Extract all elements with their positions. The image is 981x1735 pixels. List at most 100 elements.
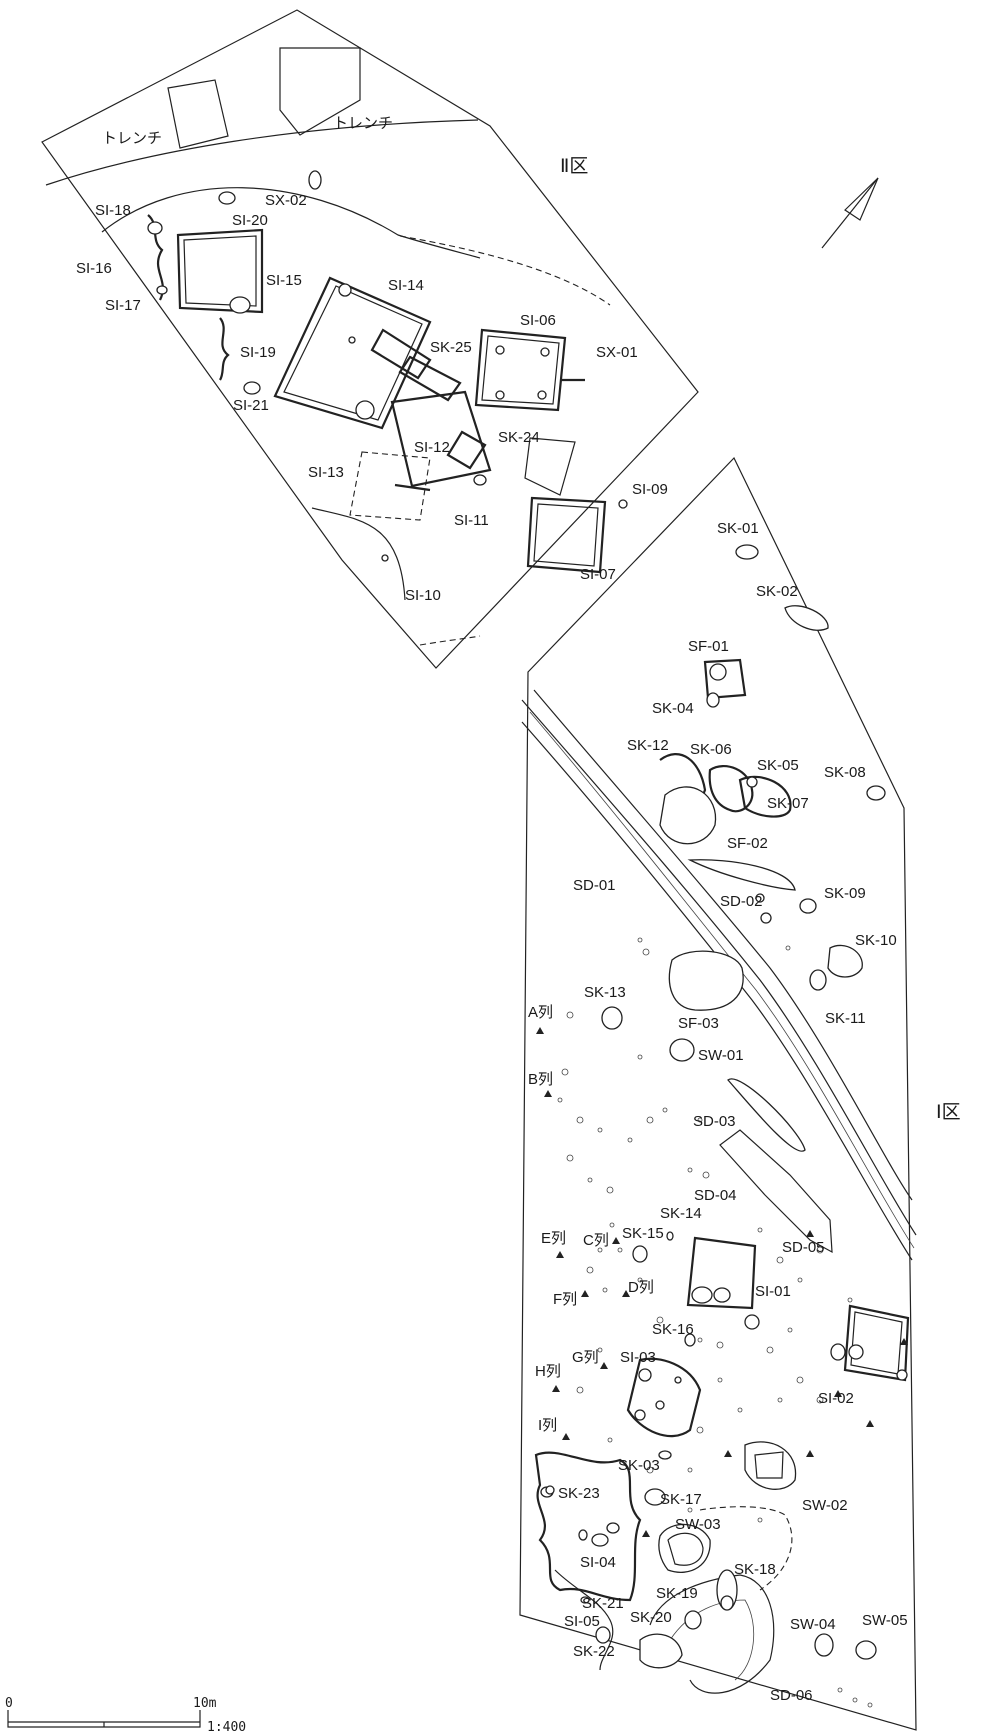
feature-label: SW-02: [802, 1497, 848, 1514]
feature-label: SK-06: [690, 741, 732, 758]
feature-label: SD-06: [770, 1687, 813, 1704]
feature-label: SI-09: [632, 481, 668, 498]
feature-label: SI-13: [308, 464, 344, 481]
feature-label: SD-03: [693, 1113, 736, 1130]
feature-label: SK-14: [660, 1205, 702, 1222]
feature-label: SI-03: [620, 1349, 656, 1366]
sk-20-outline: [639, 1633, 683, 1669]
feature-label: SD-05: [782, 1239, 825, 1256]
sw-01-pit: [669, 1038, 695, 1062]
feature-label: SW-01: [698, 1047, 744, 1064]
feature-label: SI-06: [520, 312, 556, 329]
row-markers: [536, 1027, 908, 1537]
zone-1-label: Ⅰ区: [936, 1101, 961, 1123]
feature-label: SK-25: [430, 339, 472, 356]
row-label: C列: [583, 1232, 609, 1249]
feature-label: SX-01: [596, 344, 638, 361]
sd-03-outline: [727, 1078, 806, 1152]
feature-label: SK-23: [558, 1485, 600, 1502]
trench-box-2: [279, 47, 361, 136]
feature-label: SI-20: [232, 212, 268, 229]
zone-1-area: [519, 456, 917, 1731]
feature-label: SK-24: [498, 429, 540, 446]
post-row-labels: A列 B列 C列 D列 E列 F列 G列 H列 I列: [528, 1004, 654, 1434]
sk-13-pit: [601, 1006, 623, 1030]
feature-label: SI-17: [105, 297, 141, 314]
si-01-outline: [686, 1236, 757, 1310]
si-07-outline: [526, 496, 607, 574]
zone-2-feature-labels: SX-02 SI-18 SI-20 SI-16 SI-17 SI-15 SI-1…: [76, 192, 668, 604]
feature-label: SK-08: [824, 764, 866, 781]
north-arrow-icon: [821, 177, 879, 249]
si-06-outline: [474, 328, 567, 412]
feature-label: SK-02: [756, 583, 798, 600]
sk-02-pit: [784, 605, 829, 631]
si-12-outline: [390, 390, 492, 488]
row-label: E列: [541, 1230, 566, 1247]
sw-02-outline: [744, 1441, 797, 1490]
sk-11-pit: [809, 969, 827, 991]
si-03-outline: [626, 1357, 702, 1438]
feature-label: SI-19: [240, 344, 276, 361]
sw-05-pit: [855, 1640, 877, 1660]
feature-label: SK-04: [652, 700, 694, 717]
si-14-outline: [273, 276, 432, 430]
trench-label-1: トレンチ: [102, 130, 162, 147]
feature-label: SK-10: [855, 932, 897, 949]
scale-ratio: 1:400: [207, 1720, 246, 1735]
feature-label: SK-22: [573, 1643, 615, 1660]
feature-label: SK-16: [652, 1321, 694, 1338]
sw-04-pit: [814, 1633, 834, 1657]
feature-label: SD-02: [720, 893, 763, 910]
feature-label: SK-13: [584, 984, 626, 1001]
feature-label: SI-04: [580, 1554, 616, 1571]
scale-ten: 10m: [193, 1696, 217, 1711]
sk-08-pit: [866, 785, 886, 801]
feature-label: SW-03: [675, 1516, 721, 1533]
sk-15-pit: [632, 1245, 648, 1263]
feature-label: SK-03: [618, 1457, 660, 1474]
feature-label: SK-20: [630, 1609, 672, 1626]
row-label: H列: [535, 1363, 561, 1380]
feature-label: SK-05: [757, 757, 799, 774]
feature-label: SK-12: [627, 737, 669, 754]
feature-label: SF-02: [727, 835, 768, 852]
scale-bar: 0 10m 1:400: [5, 1696, 246, 1735]
scale-zero: 0: [5, 1696, 13, 1711]
row-label: G列: [572, 1349, 599, 1366]
si-13-outline: [349, 451, 431, 521]
sk-25-outline: [370, 328, 432, 380]
feature-label: SI-18: [95, 202, 131, 219]
si-04-outline: [534, 1451, 642, 1602]
feature-label: SK-07: [767, 795, 809, 812]
feature-label: SK-21: [582, 1595, 624, 1612]
sk-10-pit: [827, 944, 863, 978]
feature-label: SD-04: [694, 1187, 737, 1204]
feature-label: SI-02: [818, 1390, 854, 1407]
feature-label: SW-04: [790, 1616, 836, 1633]
feature-label: SK-09: [824, 885, 866, 902]
sk-17-pit: [644, 1488, 666, 1506]
feature-label: SK-11: [825, 1010, 866, 1027]
feature-label: SK-17: [660, 1491, 702, 1508]
row-label: A列: [528, 1004, 553, 1021]
feature-label: SF-03: [678, 1015, 719, 1032]
zone-2-label: Ⅱ区: [560, 155, 588, 177]
feature-label: SI-05: [564, 1613, 600, 1630]
feature-label: SI-12: [414, 439, 450, 456]
sf-02-outline: [687, 859, 796, 891]
post-holes: [557, 937, 873, 1708]
feature-label: SI-10: [405, 587, 441, 604]
feature-label: SI-14: [388, 277, 424, 294]
sk-22-pit: [595, 1626, 611, 1644]
feature-label: SI-11: [454, 512, 489, 529]
sk-09-pit: [799, 898, 817, 914]
feature-label: SD-01: [573, 877, 616, 894]
feature-label: SK-01: [717, 520, 759, 537]
row-label: D列: [628, 1279, 654, 1296]
feature-label: SK-18: [734, 1561, 776, 1578]
si-02-outline: [843, 1304, 910, 1382]
feature-label: SX-02: [265, 192, 307, 209]
feature-label: SI-21: [233, 397, 269, 414]
